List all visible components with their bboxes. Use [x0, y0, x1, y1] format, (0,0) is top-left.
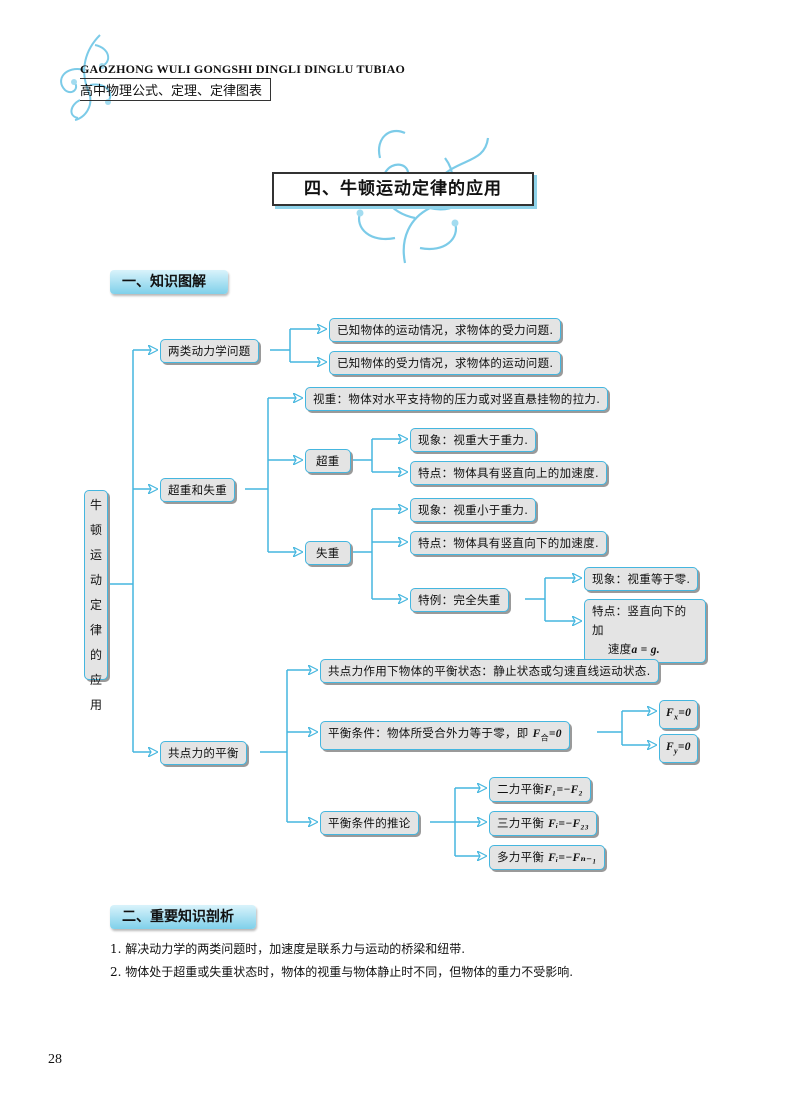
fx-sub: x: [673, 712, 679, 722]
header-floral-ornament: [60, 34, 112, 121]
fy-f: F: [666, 741, 674, 753]
node-multi-force: 多力平衡 Fᵢ=−Fₙ₋₁: [489, 845, 605, 870]
section-heading-diagram: 一、知识图解: [110, 270, 228, 294]
node-two-dynamics-problems: 两类动力学问题: [160, 339, 259, 363]
analysis-point-2: 2. 物体处于超重或失重状态时，物体的视重与物体静止时不同，但物体的重力不受影响…: [110, 965, 574, 979]
two-force-label: 二力平衡: [497, 782, 545, 796]
multi-force-label: 多力平衡: [497, 850, 545, 864]
root-char: 用: [89, 698, 102, 712]
analysis-point-1: 1. 解决动力学的两类问题时，加速度是联系力与运动的桥梁和纽带.: [110, 942, 466, 956]
node-overweight-feature: 特点：物体具有竖直向上的加速度.: [410, 461, 607, 485]
node-weightless-feature: 特点：物体具有竖直向下的加速度.: [410, 531, 607, 555]
root-char: 应: [89, 673, 102, 687]
node-complete-weightless: 特例：完全失重: [410, 588, 509, 612]
root-char: 运: [89, 548, 102, 562]
node-overweight-phenomenon: 现象：视重大于重力.: [410, 428, 537, 452]
node-complete-feature: 特点：竖直向下的加 速度a = g.: [584, 599, 706, 663]
fx-f: F: [666, 707, 674, 719]
fy-eq: =0: [677, 741, 691, 753]
node-known-force: 已知物体的受力情况，求物体的运动问题.: [329, 351, 562, 375]
formula-eq: =0: [548, 728, 562, 740]
node-fx-zero: Fx=0: [659, 700, 699, 730]
node-weightless: 失重: [305, 541, 351, 565]
formula-a-eq-g: a = g.: [631, 644, 660, 656]
two-force-formula: F₁=−F₂: [544, 784, 583, 796]
node-overweight-weightless: 超重和失重: [160, 478, 235, 502]
node-equilibrium-state: 共点力作用下物体的平衡状态：静止状态或匀速直线运动状态.: [320, 659, 659, 683]
root-char: 律: [89, 623, 102, 637]
formula-sub: 合: [540, 733, 549, 743]
node-equilibrium-condition: 平衡条件：物体所受合外力等于零，即 F合=0: [320, 721, 570, 751]
node-two-force: 二力平衡F₁=−F₂: [489, 777, 591, 802]
fy-sub: y: [673, 746, 678, 756]
three-force-label: 三力平衡: [497, 816, 545, 830]
header-english-title: GAOZHONG WULI GONGSHI DINGLI DINGLU TUBI…: [80, 62, 406, 76]
root-char: 定: [89, 598, 102, 612]
three-force-formula: Fᵢ=−F₂₃: [548, 818, 590, 830]
complete-feature-line2: 速度: [607, 642, 632, 656]
node-weightless-phenomenon: 现象：视重小于重力.: [410, 498, 537, 522]
section-heading-analysis: 二、重要知识剖析: [110, 905, 256, 929]
node-fy-zero: Fy=0: [659, 734, 698, 764]
multi-force-formula: Fᵢ=−Fₙ₋₁: [548, 852, 597, 864]
formula-f: F: [532, 728, 541, 740]
node-concurrent-equilibrium: 共点力的平衡: [160, 741, 247, 765]
root-char: 牛: [89, 498, 102, 512]
fx-eq: =0: [678, 707, 692, 719]
root-char: 动: [89, 573, 102, 587]
condition-text: 平衡条件：物体所受合外力等于零，即: [328, 726, 529, 740]
root-char: 的: [89, 648, 102, 662]
node-known-motion: 已知物体的运动情况，求物体的受力问题.: [329, 318, 562, 342]
node-equilibrium-corollary: 平衡条件的推论: [320, 811, 419, 835]
node-overweight: 超重: [305, 449, 351, 473]
header-chinese-title: 高中物理公式、定理、定律图表: [80, 78, 272, 101]
node-apparent-weight: 视重：物体对水平支持物的压力或对竖直悬挂物的拉力.: [305, 387, 609, 411]
node-complete-phenomenon: 现象：视重等于零.: [584, 567, 699, 591]
root-char: 顿: [89, 523, 102, 537]
mindmap-root-node: 牛 顿 运 动 定 律 的 应 用: [84, 490, 108, 712]
page-number: 28: [48, 1052, 62, 1067]
chapter-title: 四、牛顿运动定律的应用: [272, 172, 534, 206]
complete-feature-line1: 特点：竖直向下的加: [592, 604, 687, 637]
node-three-force: 三力平衡 Fᵢ=−F₂₃: [489, 811, 598, 836]
